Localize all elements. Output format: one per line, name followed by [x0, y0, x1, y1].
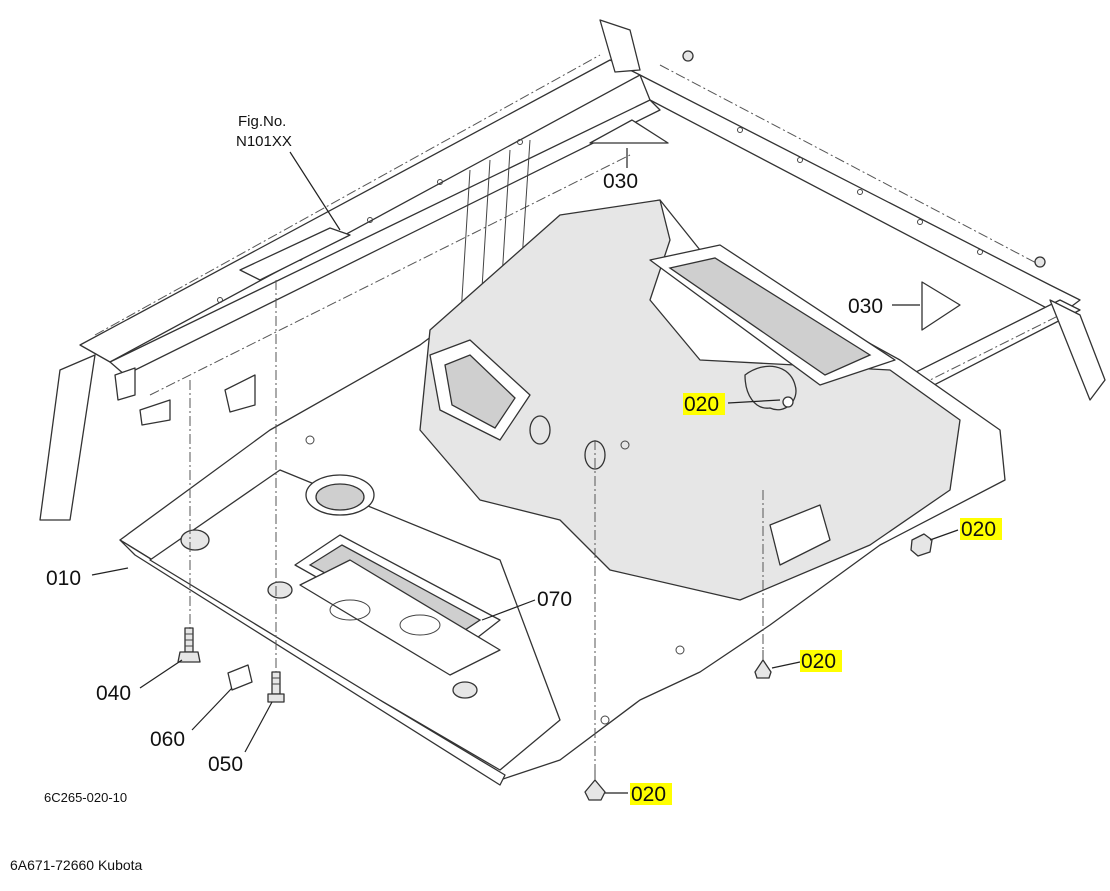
callout-020-d: 020	[631, 783, 666, 806]
filter-frame-070	[294, 534, 501, 676]
callout-030-top: 030	[603, 170, 638, 193]
cab-frame	[39, 19, 1106, 521]
clip-020-bottom	[584, 779, 606, 801]
callout-020-c: 020	[801, 650, 836, 673]
fig-no-label: Fig.No.	[238, 113, 286, 130]
highlight-020-d	[630, 783, 672, 805]
callout-010: 010	[46, 567, 81, 590]
drawing-code: 6C265-020-10	[44, 790, 127, 805]
callout-labels: Fig.No. N101XX 030 030 020 020 020 020 0…	[44, 113, 1002, 806]
highlight-020-b	[960, 518, 1002, 540]
left-pillar	[39, 354, 96, 521]
assembly-center-lines	[189, 280, 764, 770]
seal-030-parts	[589, 119, 961, 331]
roof-liner-panel	[119, 199, 1006, 786]
clip-fasteners	[584, 365, 933, 801]
callout-060: 060	[150, 728, 185, 751]
clip-020-right	[910, 533, 933, 557]
top-pillar	[599, 19, 641, 73]
callout-070: 070	[537, 588, 572, 611]
rail-bracket	[239, 227, 351, 281]
callout-030-right: 030	[848, 295, 883, 318]
callout-020-b: 020	[961, 518, 996, 541]
leader-lines	[91, 148, 959, 794]
fig-no-value: N101XX	[236, 133, 292, 150]
loose-fasteners	[177, 627, 285, 703]
screw-040	[177, 627, 201, 663]
seal-030-right	[921, 281, 961, 331]
side-vent	[769, 504, 831, 566]
grommet-060	[227, 664, 253, 691]
callout-050: 050	[208, 753, 243, 776]
part-number-caption: 6A671-72660 Kubota	[10, 857, 143, 873]
screw-050	[267, 671, 285, 703]
right-pillar	[1049, 299, 1106, 401]
highlight-020-c	[800, 650, 842, 672]
seal-030-top	[589, 119, 669, 144]
highlight-020-a	[683, 393, 725, 415]
clip-020-lower-right	[754, 659, 772, 679]
callout-040: 040	[96, 682, 131, 705]
callout-020-a: 020	[684, 393, 719, 416]
